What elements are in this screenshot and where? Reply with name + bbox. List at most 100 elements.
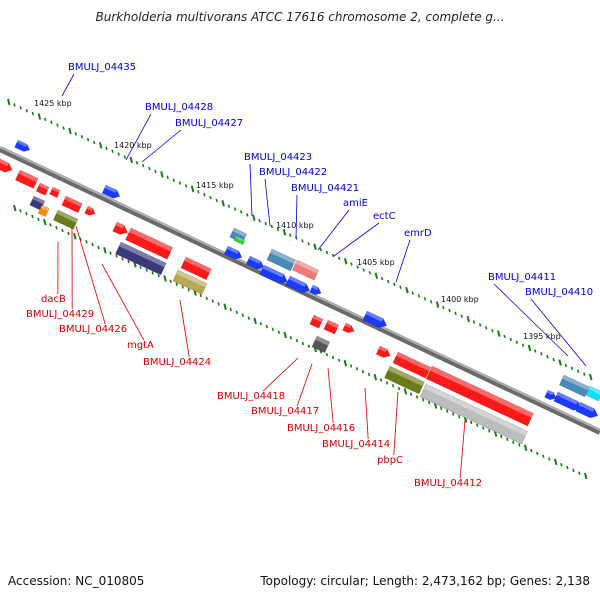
position-tick-label: 1415 kbp [196,181,234,190]
forward-gene-block[interactable] [362,310,389,330]
inner-tick-mark [403,388,408,395]
outer-tick-mark [227,204,231,208]
inner-tick-mark [25,211,28,216]
reverse-gene-block[interactable] [375,345,392,360]
inner-tick-mark [301,341,305,346]
outer-tick-mark [80,135,84,139]
forward-gene-label[interactable]: BMULJ_04427 [175,118,243,129]
forward-gene-block[interactable] [309,284,323,297]
inner-tick-mark [163,275,167,282]
reverse-gene-block[interactable] [115,241,167,276]
reverse-label-leader [179,299,190,358]
outer-tick-mark [503,334,506,339]
forward-gene-block[interactable] [223,245,244,262]
forward-gene-block[interactable] [245,255,266,272]
forward-gene-block[interactable] [233,235,246,246]
reverse-gene-block[interactable] [311,335,331,354]
forward-gene-label[interactable]: BMULJ_04410 [525,287,593,298]
reverse-gene-block[interactable] [35,182,50,196]
forward-gene-block[interactable] [285,275,312,295]
inner-tick-mark [349,364,353,368]
reverse-gene-block[interactable] [29,195,46,211]
reverse-gene-block[interactable] [0,157,14,175]
forward-gene-label[interactable]: BMULJ_04428 [145,102,213,113]
inner-tick-mark [55,226,58,230]
reverse-gene-label[interactable]: BMULJ_04417 [251,406,319,417]
reverse-gene-block[interactable] [172,269,208,295]
reverse-gene-block[interactable] [392,351,432,379]
outer-tick-mark [307,242,310,246]
forward-gene-block[interactable] [14,139,32,154]
reverse-gene-label[interactable]: BMULJ_04412 [414,478,482,489]
outer-tick-mark [325,250,329,255]
forward-gene-block[interactable] [101,184,122,201]
reverse-gene-block[interactable] [384,365,425,395]
reverse-gene-block[interactable] [309,314,324,329]
inner-tick-mark [235,310,238,315]
inner-tick-mark [115,254,118,258]
forward-gene-label[interactable]: amiE [343,198,368,209]
reverse-gene-label[interactable]: BMULJ_04414 [322,439,390,450]
reverse-gene-block[interactable] [323,319,340,335]
accession-label: Accession: NC_010805 [8,574,145,588]
outer-tick-mark [43,117,47,122]
forward-gene-block[interactable] [544,389,558,402]
reverse-gene-block[interactable] [425,365,534,427]
outer-tick-mark [576,369,580,373]
inner-tick-mark [476,423,479,427]
inner-tick-mark [283,331,287,339]
inner-tick-mark [265,324,269,329]
reverse-gene-label[interactable]: mgtA [127,340,154,351]
forward-gene-label[interactable]: ectC [373,211,396,222]
reverse-gene-label[interactable]: pbpC [377,455,403,466]
reverse-gene-label[interactable]: BMULJ_04424 [143,357,211,368]
forward-gene-block[interactable] [558,374,590,398]
reverse-gene-block[interactable] [49,186,61,199]
reverse-gene-block[interactable] [61,195,83,214]
inner-tick-mark [151,271,154,275]
inner-tick-mark [361,369,365,374]
reverse-gene-block[interactable] [112,221,130,237]
reverse-gene-block[interactable] [52,209,79,230]
forward-gene-label[interactable]: emrD [404,228,432,239]
forward-gene-block[interactable] [575,401,600,420]
reverse-gene-label[interactable]: BMULJ_04416 [287,423,355,434]
forward-gene-label[interactable]: BMULJ_04423 [244,152,312,163]
forward-gene-label[interactable]: BMULJ_04422 [259,167,327,178]
inner-tick-mark [109,251,112,255]
outer-tick-mark [350,262,353,266]
forward-gene-label[interactable]: BMULJ_04421 [291,183,359,194]
reverse-gene-label[interactable]: BMULJ_04418 [217,391,285,402]
reverse-gene-block[interactable] [14,169,39,189]
outer-tick-mark [62,126,65,130]
reverse-gene-label[interactable]: BMULJ_04426 [59,324,127,335]
inner-tick-mark [43,218,47,226]
reverse-label-leader [296,363,313,407]
inner-tick-mark [223,303,227,310]
forward-gene-block[interactable] [259,264,290,286]
inner-tick-mark [488,429,491,433]
forward-gene-label[interactable]: BMULJ_04411 [488,272,556,283]
forward-label-leader [295,194,298,239]
outer-tick-mark [190,185,195,193]
reverse-gene-block[interactable] [125,227,174,260]
reverse-gene-label[interactable]: BMULJ_04429 [26,309,94,320]
inner-tick-mark [553,458,558,466]
reverse-gene-block[interactable] [342,322,356,335]
inner-tick-mark [325,352,329,357]
forward-label-leader [249,163,253,217]
outer-tick-mark [221,200,225,207]
reverse-gene-label[interactable]: dacB [41,294,66,305]
forward-gene-block[interactable] [266,248,296,272]
outer-tick-mark [368,271,372,275]
outer-tick-mark [399,285,402,289]
reverse-gene-block[interactable] [37,204,50,217]
inner-tick-mark [409,392,413,396]
inner-tick-mark [421,398,425,402]
reverse-gene-block[interactable] [180,256,212,281]
reverse-gene-block[interactable] [419,383,528,445]
forward-gene-block[interactable] [585,385,600,402]
forward-gene-label[interactable]: BMULJ_04435 [68,62,136,73]
forward-gene-block[interactable] [291,259,320,281]
reverse-gene-block[interactable] [84,205,97,217]
